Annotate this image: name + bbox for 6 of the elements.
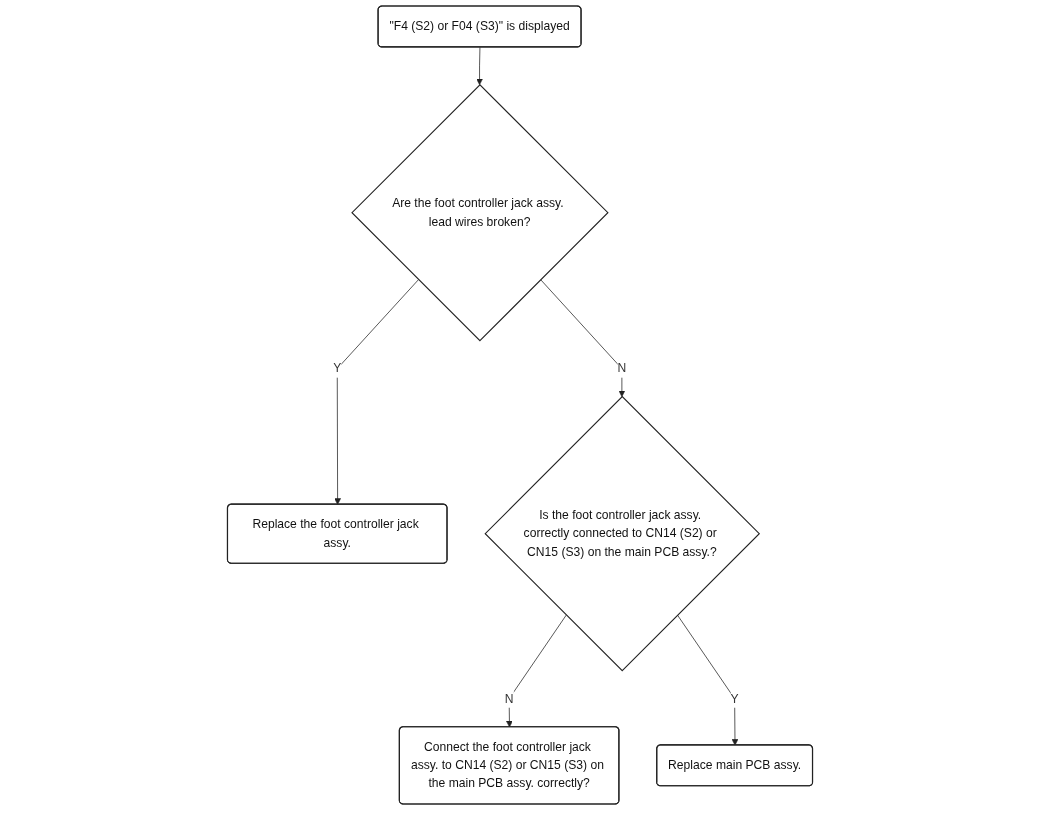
edge-label: Y	[333, 361, 342, 375]
edge-label: N	[504, 691, 514, 705]
edge-label: Y	[730, 691, 739, 705]
node-diamond: Is the foot controller jack assy. correctly connected to CN14 (S2) or CN15 (S3) on the main PCB assy.?	[484, 395, 761, 672]
edge-label: N	[617, 361, 627, 375]
node-diamond: Are the foot controller jack assy. lead wires broken?	[351, 84, 609, 342]
